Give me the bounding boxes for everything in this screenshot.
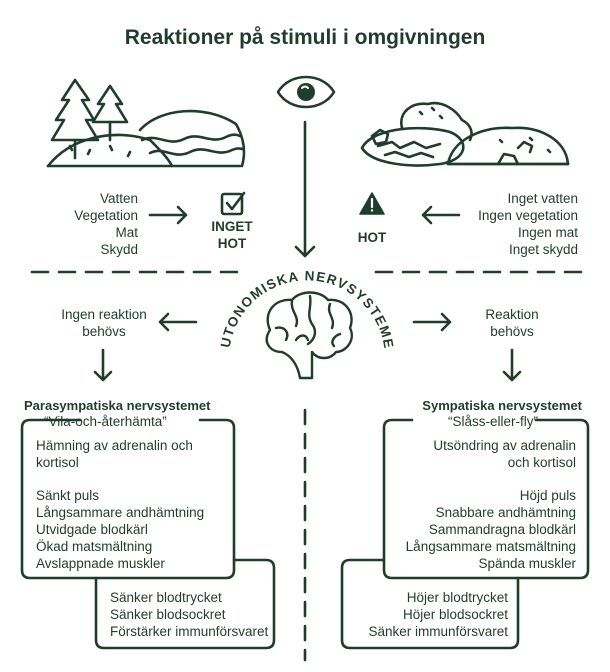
page-title: Reaktioner på stimuli i omgivningen — [124, 26, 486, 49]
list-item: Ingen mat — [517, 225, 578, 240]
list-item: Långsammare andhämtning — [36, 505, 205, 520]
list-item: Sänker blodtrycket — [110, 590, 222, 605]
arrow-icon — [158, 312, 198, 332]
no-reaction-label: Ingen reaktion behövs — [61, 307, 147, 339]
sympathetic-nickname: “Slåss-eller-fly” — [448, 414, 539, 429]
sympathetic-effects-list: Höjd puls Snabbare andhämtning Sammandra… — [392, 487, 576, 572]
parasympathetic-title: Parasympatiska nervsystemet — [24, 398, 211, 413]
parasympathetic-outcomes-box — [94, 558, 276, 650]
arrow-icon — [421, 205, 461, 225]
parasympathetic-effects-list: Sänkt puls Långsammare andhämtning Utvid… — [36, 487, 232, 572]
parasympathetic-nickname: “Vila-och-återhämta” — [44, 414, 167, 429]
sympathetic-outcomes: Höjer blodtrycket Höjer blodsockret Sänk… — [346, 589, 508, 640]
arrow-icon — [412, 312, 452, 332]
parasympathetic-effects-box — [20, 418, 236, 580]
tree-icon — [50, 78, 100, 160]
list-item: Långsammare matsmältning — [405, 539, 576, 554]
right-env-list: Inget vatten Ingen vegetation Ingen mat … — [468, 190, 578, 258]
list-item: Höjd puls — [519, 488, 576, 503]
parasympathetic-effects: Hämning av adrenalin och kortisol — [36, 437, 232, 471]
brain-icon — [265, 291, 353, 380]
reaction-label: Reaktion behövs — [485, 307, 539, 339]
list-item: Inget vatten — [507, 191, 578, 206]
list-item: Hämning av adrenalin och — [36, 438, 193, 453]
sympathetic-title: Sympatiska nervsystemet — [422, 398, 582, 413]
list-item: Skydd — [100, 242, 138, 257]
list-item: Utvidgade blodkärl — [36, 522, 148, 537]
arrow-icon — [294, 120, 316, 258]
list-item: Ökad matsmältning — [36, 539, 153, 554]
checkbox-icon — [220, 191, 246, 216]
threat-label: HOT — [357, 230, 387, 245]
forest-landscape-icon — [46, 78, 246, 168]
list-item: Sänker blodsockret — [110, 607, 226, 622]
list-item: Spända muskler — [478, 556, 576, 571]
left-env-list: Vatten Vegetation Mat Skydd — [40, 190, 138, 258]
arrow-icon — [93, 348, 113, 382]
dry-pond-icon — [360, 101, 570, 167]
hill-icon — [46, 109, 246, 168]
list-item: Förstärker immunförsvaret — [110, 624, 269, 639]
sympathetic-effects: Utsöndring av adrenalin och kortisol — [392, 437, 576, 471]
tree-icon — [91, 84, 129, 142]
parasympathetic-outcomes: Sänker blodtrycket Sänker blodsockret Fö… — [110, 589, 276, 640]
list-item: Inget skydd — [508, 242, 578, 257]
eye-icon — [276, 75, 336, 109]
warning-icon — [359, 192, 385, 215]
list-item: Ingen vegetation — [478, 208, 578, 223]
arrow-icon — [148, 205, 188, 225]
list-item: Sänker immunförsvaret — [368, 624, 508, 639]
autonomic-arc-label: AUTONOMISKA NERVSYSTEMET — [0, 0, 396, 350]
list-item: Sammandragna blodkärl — [428, 522, 576, 537]
list-item: Höjer blodtrycket — [406, 590, 508, 605]
arrow-icon — [502, 348, 522, 382]
sympathetic-outcomes-box — [340, 558, 520, 650]
list-item: Sänkt puls — [36, 488, 100, 503]
list-item: Mat — [115, 225, 138, 240]
list-item: kortisol — [36, 455, 79, 470]
list-item: Vatten — [99, 191, 138, 206]
sympathetic-effects-box — [382, 418, 590, 580]
list-item: Avslappnade muskler — [36, 556, 165, 571]
list-item: och kortisol — [507, 455, 576, 470]
no-threat-label: INGET HOT — [211, 219, 253, 251]
list-item: Utsöndring av adrenalin — [433, 438, 576, 453]
list-item: Vegetation — [74, 208, 138, 223]
list-item: Höjer blodsockret — [402, 607, 508, 622]
list-item: Snabbare andhämtning — [435, 505, 576, 520]
